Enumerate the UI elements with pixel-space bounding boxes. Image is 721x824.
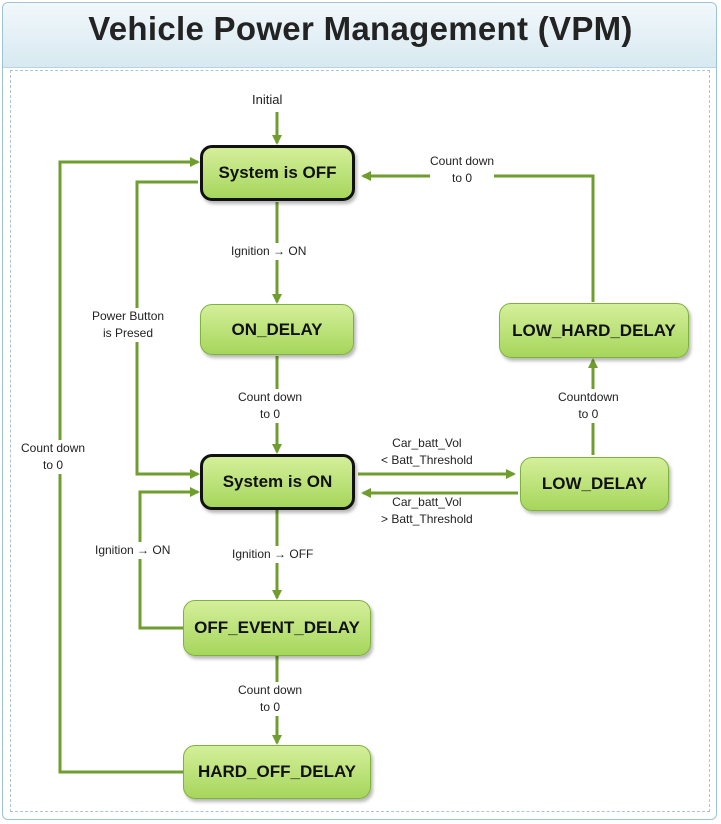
label-ignition-on: Ignition → ON — [231, 243, 307, 260]
label-batt-low: Car_batt_Vol< Batt_Threshold — [381, 436, 473, 467]
label-initial: Initial — [252, 91, 283, 108]
diagram-title: Vehicle Power Management (VPM) — [88, 10, 633, 47]
state-off-event-delay: OFF_EVENT_DELAY — [183, 600, 371, 656]
title-bar — [3, 3, 716, 68]
arrow-count-down-top — [361, 171, 595, 302]
label-ignition-off: Ignition → OFF — [232, 546, 314, 563]
state-system-off: System is OFF — [200, 145, 355, 201]
state-on-delay: ON_DELAY — [200, 304, 354, 355]
arrow-ignition-on-2 — [138, 487, 200, 630]
state-low-delay: LOW_DELAY — [520, 457, 669, 511]
diagram-area — [10, 70, 710, 812]
label-batt-high: Car_batt_Vol> Batt_Threshold — [381, 495, 473, 526]
state-low-hard-delay: LOW_HARD_DELAY — [499, 303, 689, 358]
state-hard-off-delay: HARD_OFF_DELAY — [183, 745, 371, 799]
state-system-on: System is ON — [200, 454, 355, 510]
label-ignition-on-2: Ignition → ON — [95, 542, 171, 559]
